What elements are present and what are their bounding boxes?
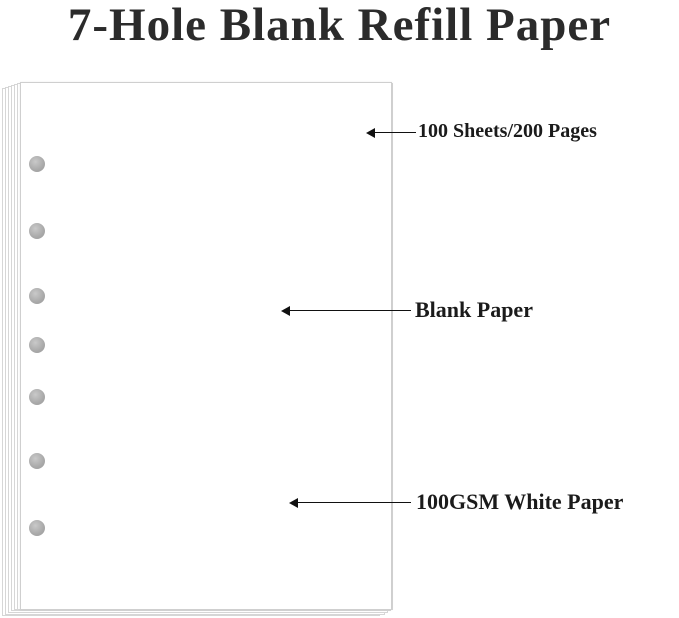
binder-hole	[29, 337, 45, 353]
callout-paper-weight: 100GSM White Paper	[289, 489, 677, 514]
binder-hole	[29, 389, 45, 405]
binder-hole	[29, 156, 45, 172]
arrow-head-icon	[281, 306, 290, 316]
arrow-head-icon	[289, 498, 298, 508]
callout-label: 100 Sheets/200 Pages	[418, 120, 597, 142]
arrow-line	[297, 502, 411, 504]
callout-label: Blank Paper	[415, 297, 533, 322]
callout-sheet-count: 100 Sheets/200 Pages	[366, 120, 676, 143]
binder-hole	[29, 288, 45, 304]
callout-label: 100GSM White Paper	[416, 489, 624, 514]
top-sheet	[20, 82, 392, 610]
arrow-head-icon	[366, 128, 375, 138]
binder-hole	[29, 453, 45, 469]
product-title: 7-Hole Blank Refill Paper	[67, 0, 612, 51]
callout-blank-paper: Blank Paper	[281, 297, 581, 322]
arrow-line	[374, 132, 416, 134]
binder-hole	[29, 223, 45, 239]
binder-hole	[29, 520, 45, 536]
arrow-line	[289, 310, 411, 312]
